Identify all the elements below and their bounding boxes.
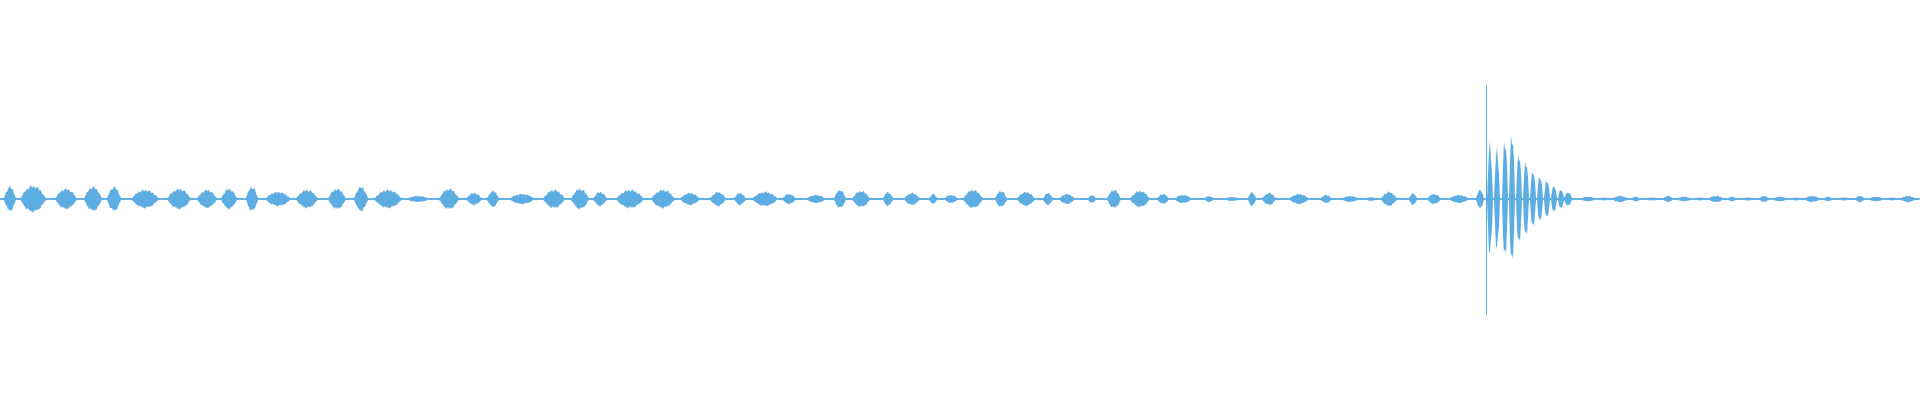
- playhead-cursor[interactable]: [1486, 85, 1487, 315]
- waveform-bars: [0, 135, 1920, 260]
- waveform-envelope: [0, 135, 1919, 260]
